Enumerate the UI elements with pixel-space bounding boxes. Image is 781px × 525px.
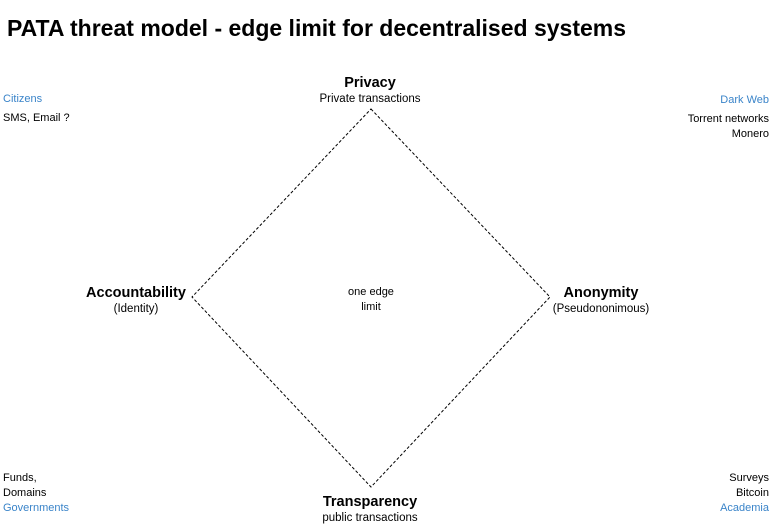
center-note-line2: limit <box>361 301 381 313</box>
diamond-outline <box>191 108 551 488</box>
corner-item: Monero <box>731 128 769 140</box>
category-governments: Governments <box>3 502 70 514</box>
category-dark-web: Dark Web <box>720 94 769 106</box>
vertex-anonymity: Anonymity (Pseudononimous) <box>531 285 671 316</box>
vertex-transparency-name: Transparency <box>322 494 418 510</box>
vertex-accountability-sub: (Identity) <box>113 303 159 315</box>
corner-top-right: Dark Web Torrent networks Monero <box>688 93 769 142</box>
vertex-accountability-name: Accountability <box>86 285 186 301</box>
vertex-transparency-sub: public transactions <box>322 512 418 524</box>
vertex-privacy-name: Privacy <box>344 75 396 91</box>
center-note: one edge limit <box>321 285 421 315</box>
vertex-privacy: Privacy Private transactions <box>270 75 470 106</box>
corner-bottom-right: Surveys Bitcoin Academia <box>720 471 769 516</box>
vertex-transparency: Transparency public transactions <box>270 494 470 525</box>
corner-bottom-left: Funds, Domains Governments <box>3 471 69 516</box>
vertex-anonymity-sub: (Pseudononimous) <box>552 303 650 315</box>
corner-item: Funds, <box>3 472 37 484</box>
corner-top-left: Citizens SMS, Email ? <box>3 92 70 126</box>
corner-item: Surveys <box>729 472 769 484</box>
category-citizens: Citizens <box>3 93 43 105</box>
corner-item: SMS, Email ? <box>3 112 70 124</box>
vertex-accountability: Accountability (Identity) <box>66 285 206 316</box>
category-academia: Academia <box>720 502 769 514</box>
center-note-line1: one edge <box>348 286 394 298</box>
vertex-privacy-sub: Private transactions <box>319 93 421 105</box>
vertex-anonymity-name: Anonymity <box>563 285 639 301</box>
corner-item: Torrent networks <box>687 113 769 125</box>
corner-item: Domains <box>3 487 47 499</box>
page-title: PATA threat model - edge limit for decen… <box>7 15 627 41</box>
corner-item: Bitcoin <box>735 487 769 499</box>
